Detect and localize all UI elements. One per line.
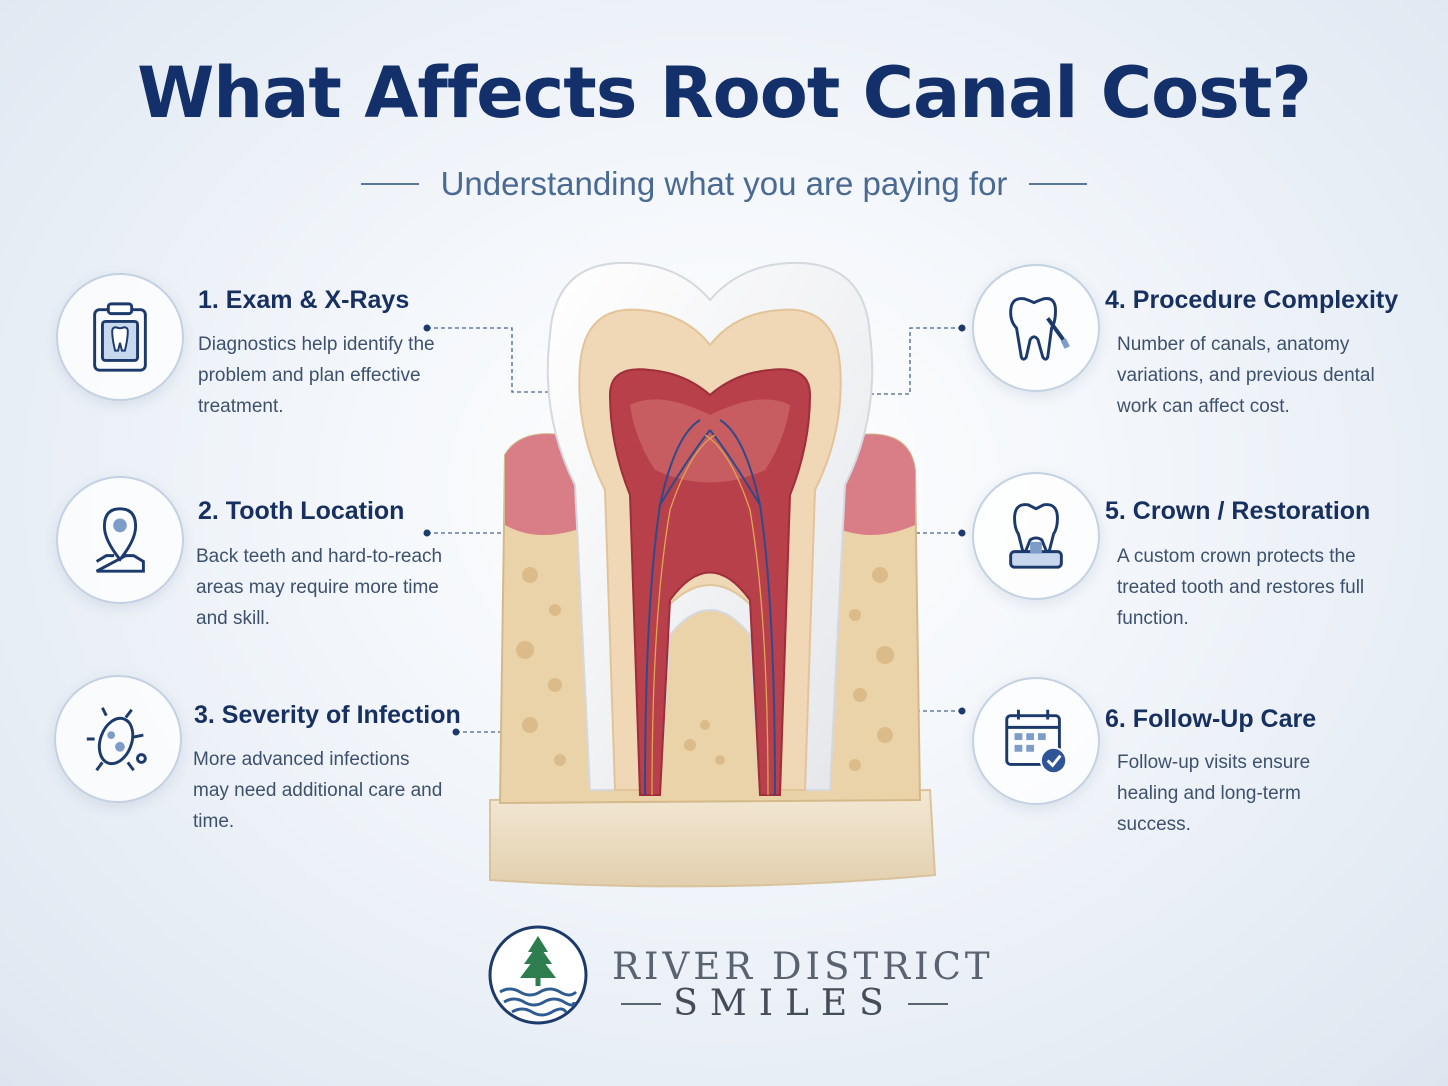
factor-6-title: 6. Follow-Up Care — [1105, 705, 1317, 733]
factor-1-title: 1. Exam & X-Rays — [198, 286, 410, 314]
factor-3-description: More advanced infections may need additi… — [193, 749, 443, 832]
tree-icon — [520, 936, 556, 986]
factor-5-description: A custom crown protects the treated toot… — [1117, 546, 1365, 629]
page-title: What Affects Root Canal Cost? — [137, 52, 1312, 134]
subtitle-row: Understanding what you are paying for — [0, 165, 1448, 203]
pulp-core — [630, 399, 790, 483]
tooth-tool-icon — [972, 264, 1100, 392]
factor-2-title: 2. Tooth Location — [198, 497, 405, 525]
factor-3-title: 3. Severity of Infection — [194, 701, 461, 729]
brand-name-line2-row: SMILES — [612, 983, 957, 1024]
clipboard-xray-icon — [56, 273, 184, 401]
factor-5-title: 5. Crown / Restoration — [1105, 497, 1371, 525]
brand-name-line1: RIVER DISTRICT — [612, 945, 994, 988]
brand-divider-right — [907, 1002, 948, 1005]
brand-name-line2: SMILES — [673, 983, 896, 1024]
crown-tooth-icon — [972, 472, 1100, 600]
bacteria-icon — [54, 675, 182, 803]
pulp-chamber — [608, 368, 812, 796]
subtitle-divider-right — [1029, 183, 1088, 185]
calendar-check-icon — [972, 677, 1100, 805]
page-subtitle: Understanding what you are paying for — [440, 165, 1008, 202]
factor-4-description: Number of canals, anatomy variations, an… — [1117, 334, 1375, 417]
factor-6-description: Follow-up visits ensure healing and long… — [1117, 752, 1311, 835]
subtitle-divider-left — [360, 183, 419, 185]
connector-dot-2 — [423, 529, 431, 537]
model-base — [489, 788, 937, 888]
river-waves-icon — [499, 987, 578, 1017]
brand-divider-left — [621, 1002, 662, 1005]
factor-4-title: 4. Procedure Complexity — [1105, 286, 1399, 314]
factor-2-description: Back teeth and hard-to-reach areas may r… — [196, 546, 443, 629]
factor-1-description: Diagnostics help identify the problem an… — [198, 334, 435, 417]
blood-vessels — [651, 434, 769, 796]
tooth-cross-section-illustration — [489, 261, 937, 888]
location-pin-icon — [56, 476, 184, 604]
river-district-smiles-logo — [488, 925, 588, 1025]
bone-texture — [516, 567, 894, 771]
